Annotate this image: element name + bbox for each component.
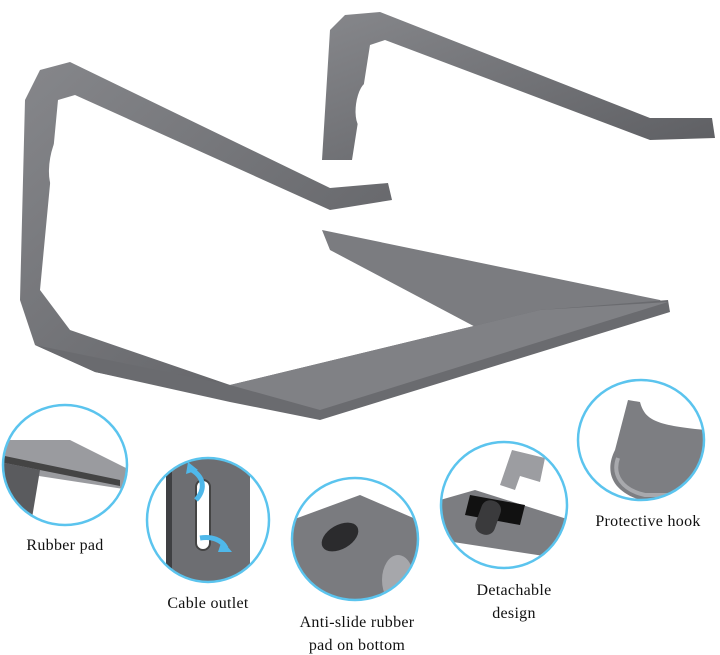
detachable-label: Detachable design	[477, 579, 552, 625]
rubber-pad-detail-icon	[1, 403, 129, 527]
detachable-detail-icon	[439, 440, 569, 570]
detachable-label-line1: Detachable	[476, 582, 552, 599]
laptop-stand	[20, 12, 715, 420]
anti-slide-label-line1: Anti-slide rubber	[299, 614, 415, 631]
detachable-label-line2: design	[492, 605, 536, 622]
cable-outlet-detail-icon	[145, 456, 271, 584]
cable-outlet-label: Cable outlet	[167, 595, 249, 612]
protective-hook-detail-icon	[576, 378, 706, 502]
protective-hook-label: Protective hook	[595, 513, 701, 530]
rubber-pad-label: Rubber pad	[26, 537, 104, 554]
anti-slide-label: Anti-slide rubber pad on bottom	[300, 611, 415, 655]
anti-slide-label-line2: pad on bottom	[308, 637, 406, 654]
anti-slide-pad-detail-icon	[290, 476, 420, 602]
